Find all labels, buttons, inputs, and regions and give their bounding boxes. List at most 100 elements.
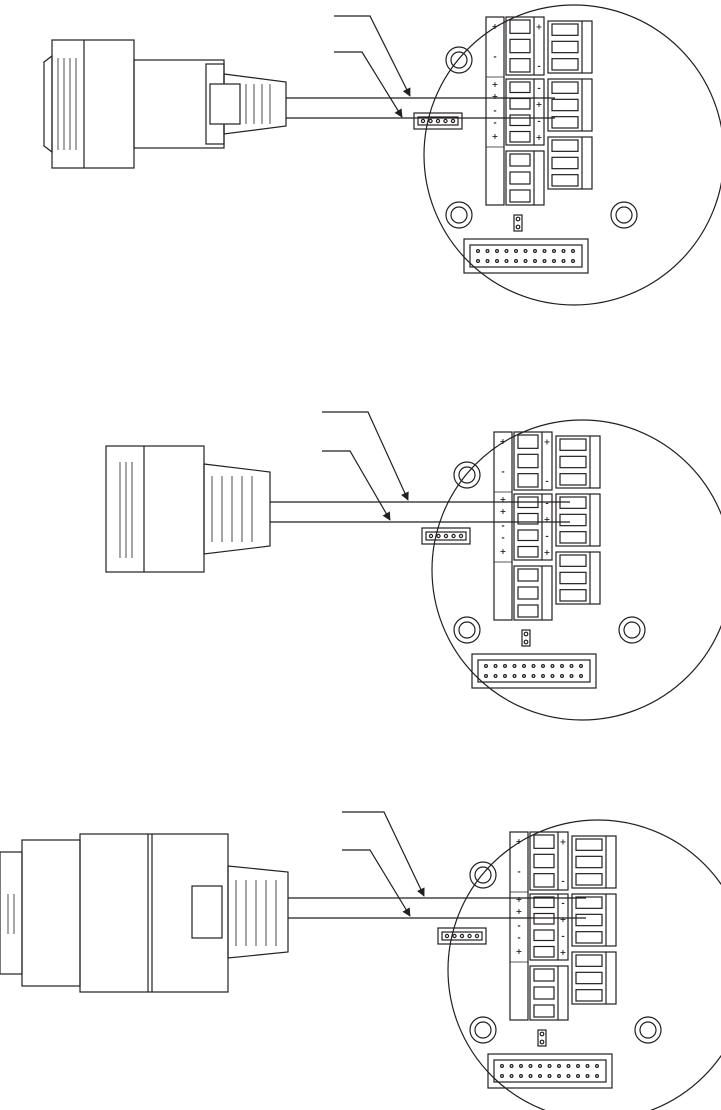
terminal-polarity-mark: - — [561, 931, 564, 940]
terminal-screw-slot — [509, 114, 531, 127]
ribbon-pin — [484, 673, 489, 678]
ribbon-pin — [523, 249, 528, 254]
strip-polarity-mark: + — [500, 495, 507, 504]
ribbon-pin — [566, 1063, 571, 1068]
mounting-hole — [618, 616, 646, 644]
strip-polarity-mark: + — [516, 947, 523, 956]
jumper-pin — [539, 1031, 545, 1037]
ribbon-pin — [509, 1073, 514, 1078]
mounting-hole-inner — [450, 51, 468, 69]
ribbon-pin — [521, 673, 526, 678]
ribbon-pin — [504, 249, 509, 254]
terminal-polarity-mark: - — [545, 531, 548, 540]
ribbon-pin — [566, 1073, 571, 1078]
ribbon-pin — [540, 673, 545, 678]
ribbon-pin — [570, 259, 575, 264]
terminal-block-outline — [529, 831, 569, 891]
strip-polarity-mark: - — [493, 52, 496, 61]
strain-relief — [203, 463, 271, 555]
terminal-polarity-mark: - — [537, 116, 540, 125]
header-pin — [474, 933, 480, 939]
terminal-block-outline — [555, 551, 601, 605]
ribbon-pin — [531, 673, 536, 678]
ribbon-pin — [578, 673, 583, 678]
ribbon-pin — [550, 673, 555, 678]
ribbon-pin — [500, 1063, 505, 1068]
terminal-screw-slot — [575, 896, 603, 909]
ribbon-pin — [476, 259, 481, 264]
ribbon-pin — [559, 663, 564, 668]
terminal-block-upper: +- — [529, 831, 569, 891]
ribbon-pin — [500, 1073, 505, 1078]
terminal-screw-slot — [517, 545, 539, 558]
terminal-screw-slot — [509, 171, 531, 185]
terminal-block-right-2 — [571, 893, 617, 947]
ribbon-pin — [476, 249, 481, 254]
terminal-screw-slot — [575, 855, 603, 869]
header-pin — [450, 118, 456, 124]
mounting-hole-inner — [458, 621, 476, 639]
terminal-screw-slot — [533, 986, 555, 1000]
terminal-block-outline — [571, 835, 617, 889]
terminal-block-right-2 — [555, 493, 601, 547]
strip-polarity-mark: + — [492, 132, 499, 141]
strip-polarity-mark: - — [501, 533, 504, 542]
terminal-screw-slot — [533, 834, 555, 849]
terminal-block-outline — [513, 565, 553, 621]
terminal-screw-slot — [551, 58, 579, 71]
mounting-hole — [453, 616, 481, 644]
terminal-screw-slot — [517, 473, 539, 488]
ribbon-pin — [551, 259, 556, 264]
terminal-screw-slot — [575, 931, 603, 944]
terminal-screw-slot — [509, 58, 531, 73]
terminal-polarity-mark: + — [544, 438, 551, 447]
mounting-hole-inner — [615, 206, 633, 224]
strip-polarity-mark: + — [500, 437, 507, 446]
header-pin — [459, 933, 465, 939]
terminal-screw-slot — [517, 434, 539, 449]
strain-relief — [227, 865, 289, 959]
mounting-hole — [445, 46, 473, 74]
terminal-block-right-1 — [547, 20, 593, 74]
terminal-screw-slot — [533, 896, 555, 909]
terminal-screw-slot — [533, 929, 555, 942]
terminal-screw-slot — [551, 40, 579, 54]
connector-nut-edge — [43, 54, 53, 154]
terminal-polarity-mark: + — [544, 515, 551, 524]
panel-top: +-++--++--+-+ — [43, 4, 721, 306]
ribbon-pin — [493, 663, 498, 668]
ribbon-pin — [513, 249, 518, 254]
wire-leader-2 — [334, 51, 403, 118]
strip-polarity-mark: + — [500, 547, 507, 556]
ribbon-pin — [531, 663, 536, 668]
terminal-polarity-mark: - — [545, 476, 548, 485]
ribbon-pin — [556, 1063, 561, 1068]
terminal-block-outline — [513, 431, 553, 491]
ribbon-pin — [550, 663, 555, 668]
strip-polarity-mark: - — [517, 933, 520, 942]
terminal-screw-slot — [559, 589, 587, 602]
terminal-block-right-3 — [555, 551, 601, 605]
mounting-hole-inner — [450, 206, 468, 224]
terminal-screw-slot — [533, 873, 555, 888]
strip-polarity-mark: - — [501, 521, 504, 530]
terminal-polarity-mark: + — [536, 23, 543, 32]
connector-cap — [0, 851, 23, 975]
ribbon-pin — [495, 249, 500, 254]
ribbon-pin — [518, 1063, 523, 1068]
marking-strip — [493, 431, 513, 621]
ribbon-pin — [594, 1063, 599, 1068]
ribbon-pin — [485, 249, 490, 254]
terminal-screw-slot — [559, 531, 587, 544]
five-pin-header-inner — [425, 531, 467, 541]
header-pin — [428, 118, 433, 124]
ribbon-pin — [551, 249, 556, 254]
terminal-block-outline — [547, 78, 593, 132]
ribbon-pin — [547, 1073, 552, 1078]
strip-polarity-mark: - — [501, 467, 504, 476]
wire-leader-1 — [334, 15, 411, 97]
mounting-hole — [634, 1016, 662, 1044]
circuit-board-bottom: +-++--++--+-+ — [437, 819, 721, 1110]
ribbon-pin — [575, 1063, 580, 1068]
terminal-polarity-mark: - — [561, 898, 564, 907]
